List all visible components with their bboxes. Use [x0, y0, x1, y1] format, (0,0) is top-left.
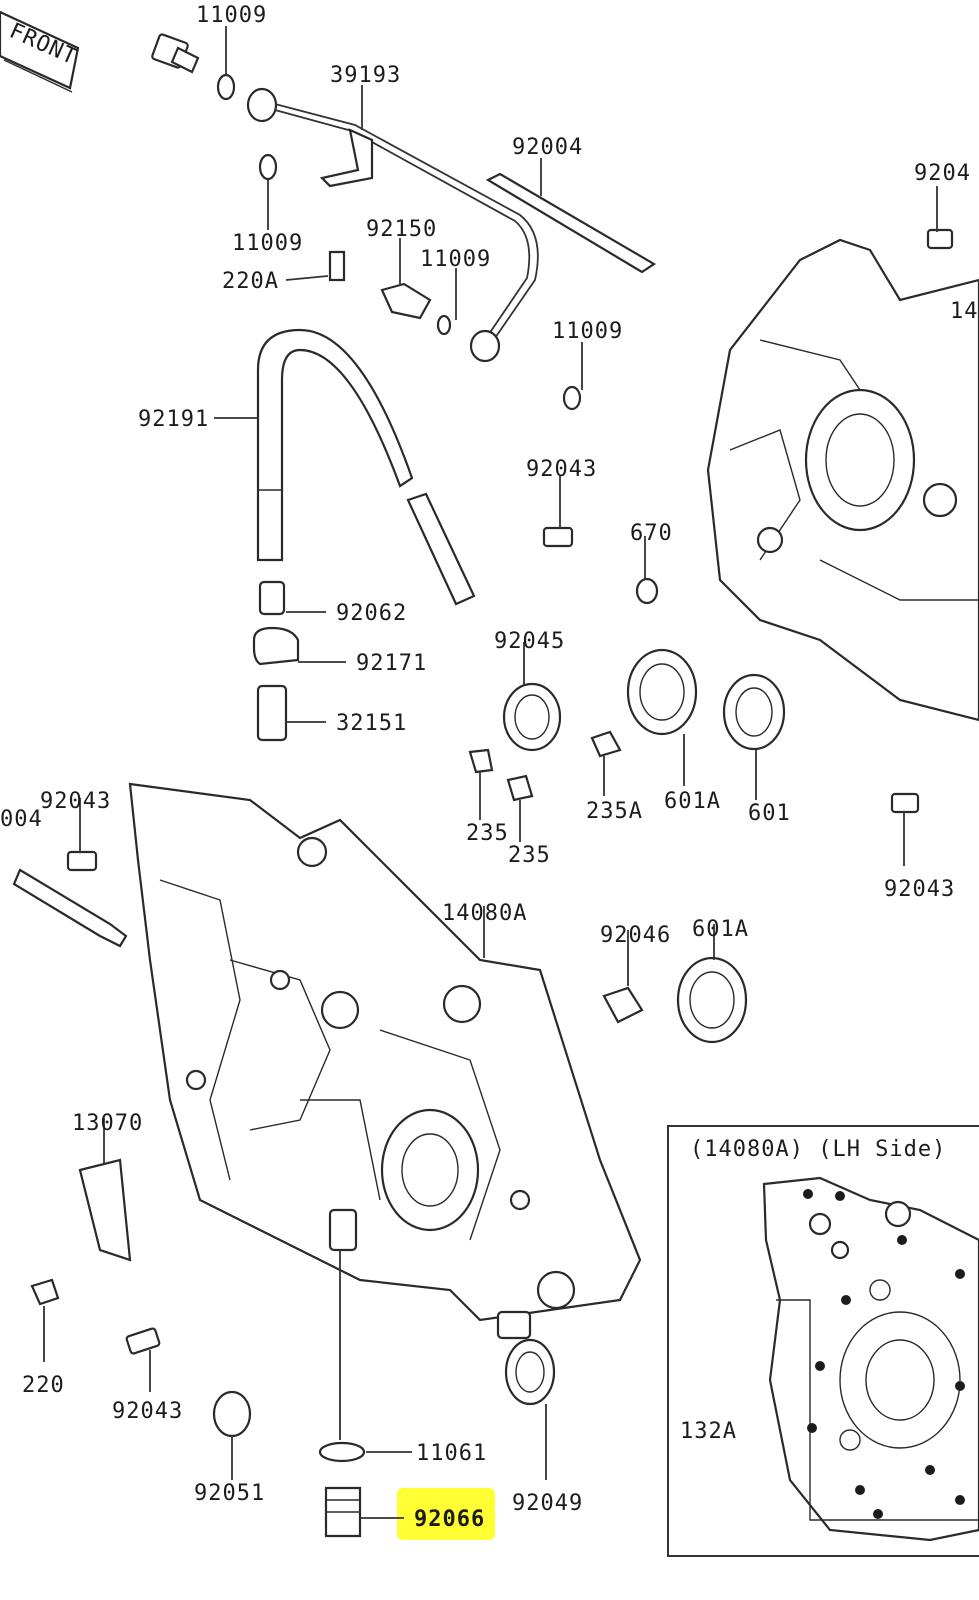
label-92150: 92150: [366, 217, 437, 242]
part-labels: 11009 39193 92004 9204 14 11009 220A 921…: [0, 3, 979, 1532]
label-11009-d: 11009: [552, 319, 623, 344]
label-14-right: 14: [950, 299, 979, 324]
breather-hose: [256, 328, 476, 606]
label-11009-top: 11009: [196, 3, 267, 28]
oil-pipe-assembly: [151, 33, 657, 411]
label-235-b: 235: [508, 843, 551, 868]
leader-lines: [43, 26, 938, 1519]
label-92043-right: 92043: [884, 877, 955, 902]
label-14080A: 14080A: [442, 901, 527, 926]
label-92004-top: 92004: [512, 135, 583, 160]
label-92043-b: 92043: [40, 789, 111, 814]
label-92062: 92062: [336, 601, 407, 626]
inset-lh-side: [667, 1125, 979, 1557]
left-small-parts: [30, 1158, 366, 1538]
inset-bolt-dots: [803, 1189, 965, 1519]
part-92066-highlight: [397, 1488, 495, 1540]
label-601A-a: 601A: [664, 789, 721, 814]
label-92171: 92171: [356, 651, 427, 676]
label-92049: 92049: [512, 1491, 583, 1516]
label-92191: 92191: [138, 407, 209, 432]
label-9204-right: 9204: [914, 161, 971, 186]
label-13070: 13070: [72, 1111, 143, 1136]
inset-title: (14080A) (LH Side): [690, 1137, 946, 1162]
label-220A: 220A: [222, 269, 279, 294]
label-132A: 132A: [680, 1419, 737, 1444]
label-92045: 92045: [494, 629, 565, 654]
label-92051: 92051: [194, 1481, 265, 1506]
label-601A-b: 601A: [692, 917, 749, 942]
label-235-a: 235: [466, 821, 509, 846]
front-direction-tag: FRONT: [0, 10, 81, 93]
label-92066: 92066: [414, 1507, 485, 1532]
label-235A: 235A: [586, 799, 643, 824]
label-11009-c: 11009: [420, 247, 491, 272]
right-crankcase: [706, 228, 979, 814]
label-670: 670: [630, 521, 673, 546]
label-004-left: 004: [0, 807, 43, 832]
dowels-and-orings: [66, 526, 659, 872]
label-11061: 11061: [416, 1441, 487, 1466]
label-92043-a: 92043: [526, 457, 597, 482]
label-92046: 92046: [600, 923, 671, 948]
label-39193: 39193: [330, 63, 401, 88]
label-11009-b: 11009: [232, 231, 303, 256]
fittings-stack: [252, 580, 300, 742]
bearings: [502, 648, 786, 1406]
label-220: 220: [22, 1373, 65, 1398]
label-92043-c: 92043: [112, 1399, 183, 1424]
left-crankcase: [12, 782, 642, 1340]
label-601: 601: [748, 801, 791, 826]
bolts-235: [468, 730, 622, 802]
label-32151: 32151: [336, 711, 407, 736]
